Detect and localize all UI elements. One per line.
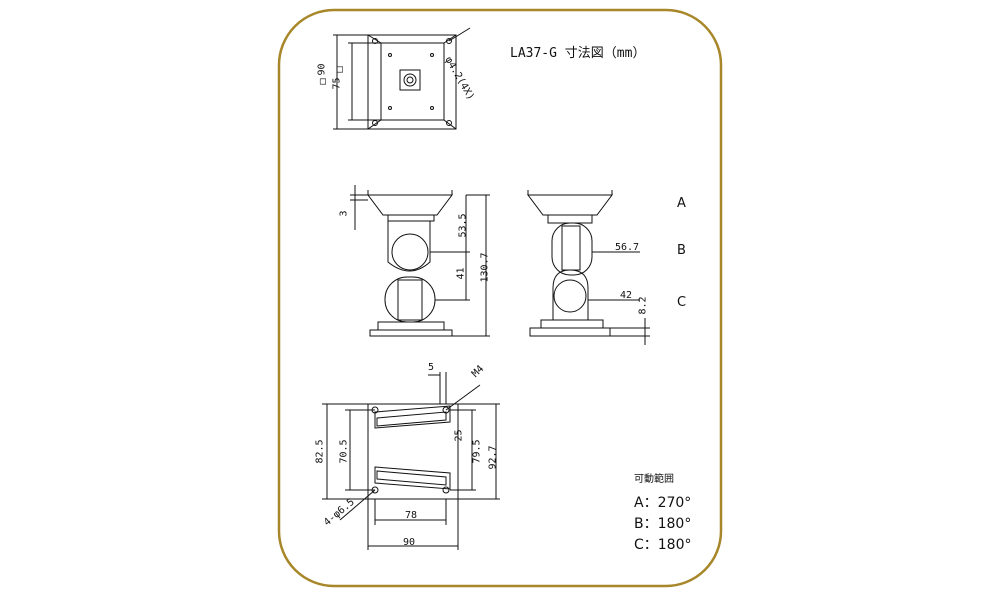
dim-bottom-78: 78 xyxy=(405,510,418,521)
side-view xyxy=(350,185,490,337)
bottom-view xyxy=(322,372,500,550)
dim-bottom-92-7: 92.7 xyxy=(487,445,499,470)
dim-top-90: 90 xyxy=(316,63,328,76)
dim-top-75: 75 xyxy=(331,77,343,90)
dim-side-41: 41 xyxy=(455,267,467,280)
dim-side-130-7: 130.7 xyxy=(479,252,491,283)
dim-front-8-2: 8.2 xyxy=(637,296,649,315)
top-view xyxy=(333,27,471,130)
front-view xyxy=(527,190,650,345)
axis-label-a: A xyxy=(677,196,686,211)
dim-bottom-70-5: 70.5 xyxy=(338,439,350,464)
dim-bottom-90: 90 xyxy=(403,537,416,548)
range-heading: 可動範囲 xyxy=(634,474,674,485)
axis-label-c: C xyxy=(677,295,687,310)
dim-bottom-5: 5 xyxy=(428,362,435,373)
dim-bottom-25: 25 xyxy=(453,429,465,442)
dim-bottom-79-5: 79.5 xyxy=(471,439,483,464)
range-b: B：180° xyxy=(634,516,692,532)
dim-side-3: 3 xyxy=(338,210,350,217)
dim-front-56-7: 56.7 xyxy=(615,242,640,253)
dim-bottom-82-5: 82.5 xyxy=(314,439,326,464)
dim-top-square-1: □ xyxy=(317,78,329,85)
dim-top-square-2: □ xyxy=(334,66,346,73)
range-a: A：270° xyxy=(634,495,692,511)
drawing-title: LA37-G 寸法図（mm） xyxy=(510,46,646,61)
dim-front-42: 42 xyxy=(620,290,633,301)
dim-side-53-5: 53.5 xyxy=(457,213,469,238)
axis-label-b: B xyxy=(677,243,686,258)
range-c: C：180° xyxy=(634,537,692,553)
gold-frame xyxy=(277,8,723,588)
